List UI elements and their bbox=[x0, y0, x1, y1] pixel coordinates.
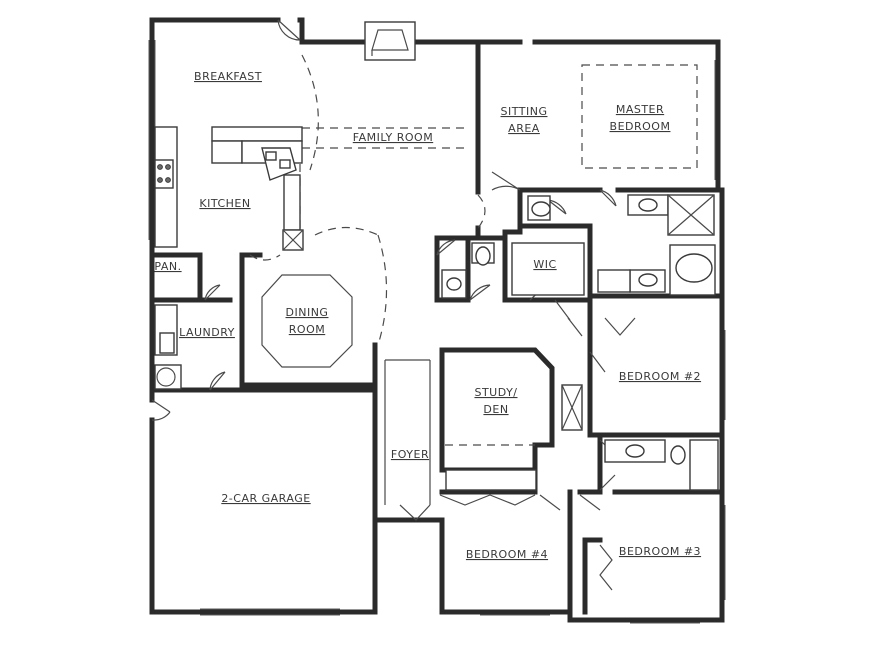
room-labels: BREAKFAST FAMILY ROOM SITTING AREA MASTE… bbox=[154, 70, 701, 561]
interior-walls bbox=[149, 39, 725, 615]
label-master-bedroom-1: MASTER bbox=[616, 103, 664, 116]
label-garage: 2-CAR GARAGE bbox=[221, 492, 310, 505]
doors bbox=[151, 19, 636, 591]
label-pantry: PAN. bbox=[154, 260, 181, 273]
label-breakfast: BREAKFAST bbox=[194, 70, 262, 83]
label-sitting-area-2: AREA bbox=[508, 122, 540, 135]
label-kitchen: KITCHEN bbox=[199, 197, 250, 210]
label-study-den-2: DEN bbox=[483, 403, 508, 416]
label-study-den-1: STUDY/ bbox=[474, 386, 517, 399]
kitchen-fixtures bbox=[154, 126, 304, 390]
label-bedroom-2: BEDROOM #2 bbox=[619, 370, 701, 383]
dining-table bbox=[261, 274, 353, 368]
label-master-bedroom-2: BEDROOM bbox=[610, 120, 671, 133]
label-laundry: LAUNDRY bbox=[179, 326, 235, 339]
label-wic: WIC bbox=[533, 258, 556, 271]
label-sitting-area-1: SITTING bbox=[501, 105, 548, 118]
label-dining-room-2: ROOM bbox=[289, 323, 325, 336]
label-family-room: FAMILY ROOM bbox=[353, 131, 433, 144]
label-foyer: FOYER bbox=[391, 448, 429, 461]
dashed-features bbox=[249, 54, 698, 446]
label-bedroom-4: BEDROOM #4 bbox=[466, 548, 548, 561]
label-bedroom-3: BEDROOM #3 bbox=[619, 545, 701, 558]
label-dining-room-1: DINING bbox=[286, 306, 329, 319]
bath-fixtures bbox=[441, 194, 719, 491]
fireplace bbox=[364, 21, 416, 61]
